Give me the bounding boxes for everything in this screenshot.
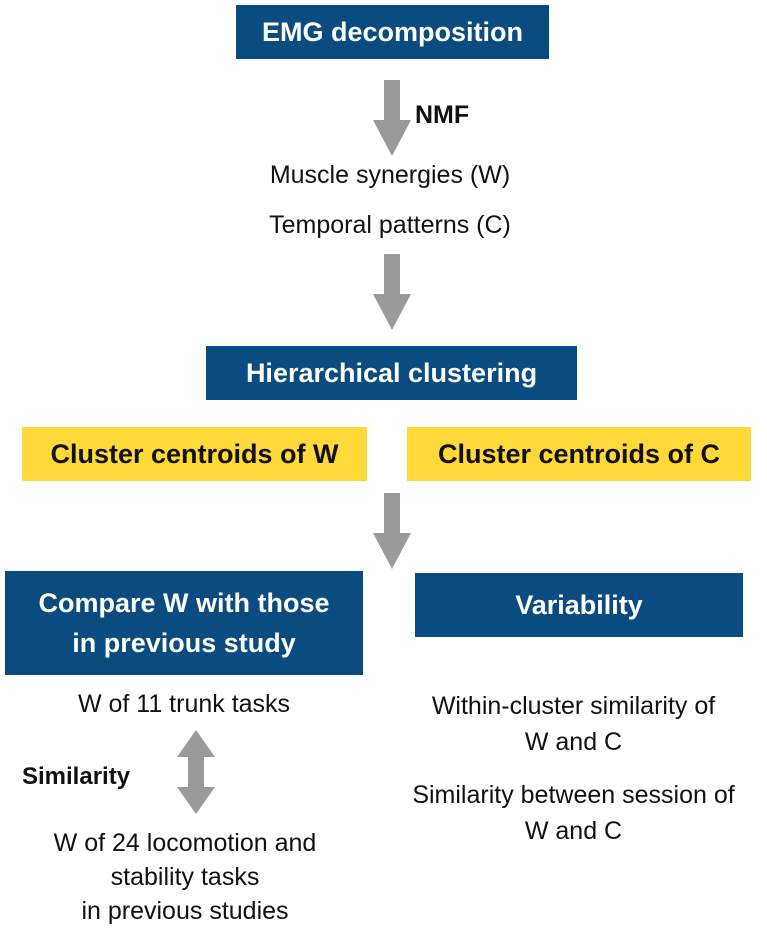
- compare-line-1: Compare W with those: [38, 588, 330, 618]
- similarity-label: Similarity: [22, 763, 131, 790]
- variability-box: Variability: [415, 573, 743, 637]
- locomotion-line-1: W of 24 locomotion and: [53, 829, 317, 857]
- locomotion-tasks-text: W of 24 locomotion and stability tasks i…: [0, 826, 370, 928]
- within-line-1: Within-cluster similarity of: [431, 692, 716, 720]
- locomotion-line-2: stability tasks: [110, 863, 260, 891]
- nmf-label: NMF: [415, 101, 470, 129]
- hierarchical-clustering-box: Hierarchical clustering: [206, 346, 577, 400]
- within-line-2: W and C: [524, 728, 623, 756]
- muscle-synergies-text: Muscle synergies (W): [269, 161, 511, 189]
- temporal-patterns-text: Temporal patterns (C): [269, 211, 511, 239]
- locomotion-line-3: in previous studies: [81, 897, 289, 925]
- compare-w-box: Compare W with those in previous study: [5, 571, 363, 675]
- cluster-centroids-w-box: Cluster centroids of W: [22, 427, 367, 481]
- compare-line-2: in previous study: [72, 628, 296, 658]
- down-arrow-icon: [373, 254, 411, 330]
- emg-decomposition-box: EMG decomposition: [236, 5, 549, 59]
- down-arrow-icon: [373, 80, 411, 156]
- within-cluster-text: Within-cluster similarity of W and C: [380, 688, 767, 760]
- cluster-centroids-c-box: Cluster centroids of C: [407, 427, 751, 481]
- trunk-tasks-text: W of 11 trunk tasks: [77, 690, 291, 718]
- double-arrow-icon: [177, 730, 215, 814]
- down-arrow-icon: [373, 493, 411, 569]
- between-line-2: W and C: [524, 817, 623, 845]
- between-line-1: Similarity between session of: [412, 781, 735, 809]
- between-session-text: Similarity between session of W and C: [380, 777, 767, 849]
